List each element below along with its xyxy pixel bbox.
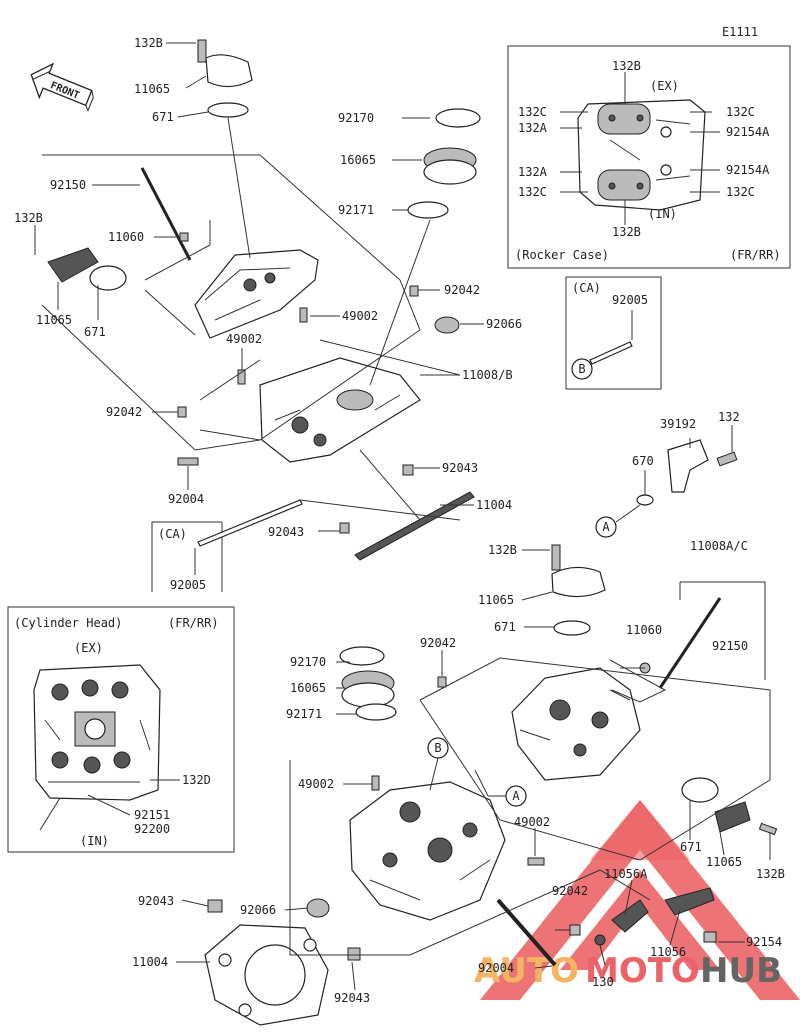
rc-label-132c-right2: 132C [726, 185, 755, 199]
watermark-auto: AUTO [474, 951, 579, 991]
watermark-logo: AUTO MOTO HUB [474, 800, 800, 1000]
label-16065-lower: 16065 [290, 681, 326, 695]
ca-inset-1-callout: B [578, 362, 585, 376]
callout-a1: A [602, 520, 610, 534]
watermark-hub: HUB [700, 951, 782, 991]
rc-label-132c-left1: 132C [518, 105, 547, 119]
label-11008b: 11008/B [462, 368, 513, 382]
label-92042-lower: 92042 [552, 884, 588, 898]
rocker-case-variant: (FR/RR) [730, 248, 781, 262]
label-92043-upper-right: 92043 [442, 461, 478, 475]
front-arrow-icon: FRONT [30, 62, 94, 112]
label-92170-upper: 92170 [338, 111, 374, 125]
label-92150-lower: 92150 [712, 639, 748, 653]
lower-rocker-case [511, 597, 778, 836]
lower-cylinder-head [204, 646, 717, 1026]
label-132: 132 [718, 410, 740, 424]
upper-cylinder-head [47, 108, 481, 561]
label-11060-lower: 11060 [626, 623, 662, 637]
rc-label-92154a-1: 92154A [726, 125, 770, 139]
label-92004-lower: 92004 [478, 961, 514, 975]
ca-inset-2-title: (CA) [158, 527, 187, 541]
label-92151: 92151 [134, 808, 170, 822]
rc-label-132a-left1: 132A [518, 121, 548, 135]
rocker-case-ex: (EX) [650, 79, 679, 93]
label-92171-upper: 92171 [338, 203, 374, 217]
callout-b1: B [434, 741, 441, 755]
label-11060-upper: 11060 [108, 230, 144, 244]
rocker-case-title: (Rocker Case) [515, 248, 609, 262]
ca-inset-1: (CA) 92005 B [565, 276, 662, 390]
rocker-case-in: (IN) [648, 207, 677, 221]
label-39192: 39192 [660, 417, 696, 431]
label-92004-upper: 92004 [168, 492, 204, 506]
label-92043-lower-left: 92043 [138, 894, 174, 908]
ca-inset-1-part: 92005 [612, 293, 648, 307]
cylinder-head-variant: (FR/RR) [168, 616, 219, 630]
label-132b-lower-right: 132B [756, 867, 785, 881]
label-92154: 92154 [746, 935, 782, 949]
label-670: 670 [632, 454, 654, 468]
label-92042-lower-top: 92042 [420, 636, 456, 650]
lower-cover [521, 544, 606, 636]
diagram-code: E1111 [722, 25, 758, 39]
label-49002-lower-left: 49002 [298, 777, 334, 791]
label-11065-lower: 11065 [478, 593, 514, 607]
rc-label-132b-bottom: 132B [612, 225, 641, 239]
rocker-case-inset: (Rocker Case) (FR/RR) (EX) (IN) 132B 132… [507, 45, 791, 269]
label-11056a: 11056A [604, 867, 648, 881]
rc-label-132c-left2: 132C [518, 185, 547, 199]
label-92042-upper-left: 92042 [106, 405, 142, 419]
label-92170-lower: 92170 [290, 655, 326, 669]
label-132b-lower: 132B [488, 543, 517, 557]
label-49002-upper: 49002 [342, 309, 378, 323]
ca-inset-2: (CA) [151, 499, 303, 592]
label-92066-upper: 92066 [486, 317, 522, 331]
ca-inset-1-title: (CA) [572, 281, 601, 295]
callout-a2: A [512, 789, 520, 803]
rc-label-92154a-2: 92154A [726, 163, 770, 177]
label-92150-upper: 92150 [50, 178, 86, 192]
label-132b-top: 132B [134, 36, 163, 50]
label-92043-lower-right: 92043 [334, 991, 370, 1005]
cylinder-head-ex: (EX) [74, 641, 103, 655]
label-671-lower-right: 671 [680, 840, 702, 854]
rc-label-132a-left2: 132A [518, 165, 548, 179]
label-11004-lower: 11004 [132, 955, 168, 969]
right-fitting: A [595, 425, 738, 538]
label-671-top: 671 [152, 110, 174, 124]
label-92005-lower: 92005 [170, 578, 206, 592]
label-11008ac: 11008A/C [690, 539, 748, 553]
label-92171-lower: 92171 [286, 707, 322, 721]
rc-label-132b-top: 132B [612, 59, 641, 73]
label-671-left: 671 [84, 325, 106, 339]
upper-cover [166, 39, 253, 118]
cylinder-head-in: (IN) [80, 834, 109, 848]
label-11065-top: 11065 [134, 82, 170, 96]
label-132d: 132D [182, 773, 211, 787]
rc-label-132c-right1: 132C [726, 105, 755, 119]
label-92042-upper-right: 92042 [444, 283, 480, 297]
label-16065-upper: 16065 [340, 153, 376, 167]
label-11065-lower-right: 11065 [706, 855, 742, 869]
label-49002-lower-right: 49002 [514, 815, 550, 829]
label-11056: 11056 [650, 945, 686, 959]
label-49002-upper-left: 49002 [226, 332, 262, 346]
watermark-moto: MOTO [585, 951, 700, 991]
label-132b-left: 132B [14, 211, 43, 225]
label-92043-upper-left: 92043 [268, 525, 304, 539]
label-671-lower: 671 [494, 620, 516, 634]
cylinder-head-inset: (Cylinder Head) (FR/RR) (EX) (IN) 132D 9… [7, 606, 235, 853]
label-92066-lower: 92066 [240, 903, 276, 917]
label-11065-left: 11065 [36, 313, 72, 327]
cylinder-head-title: (Cylinder Head) [14, 616, 122, 630]
label-130: 130 [592, 975, 614, 989]
label-92200: 92200 [134, 822, 170, 836]
label-11004-upper: 11004 [476, 498, 512, 512]
